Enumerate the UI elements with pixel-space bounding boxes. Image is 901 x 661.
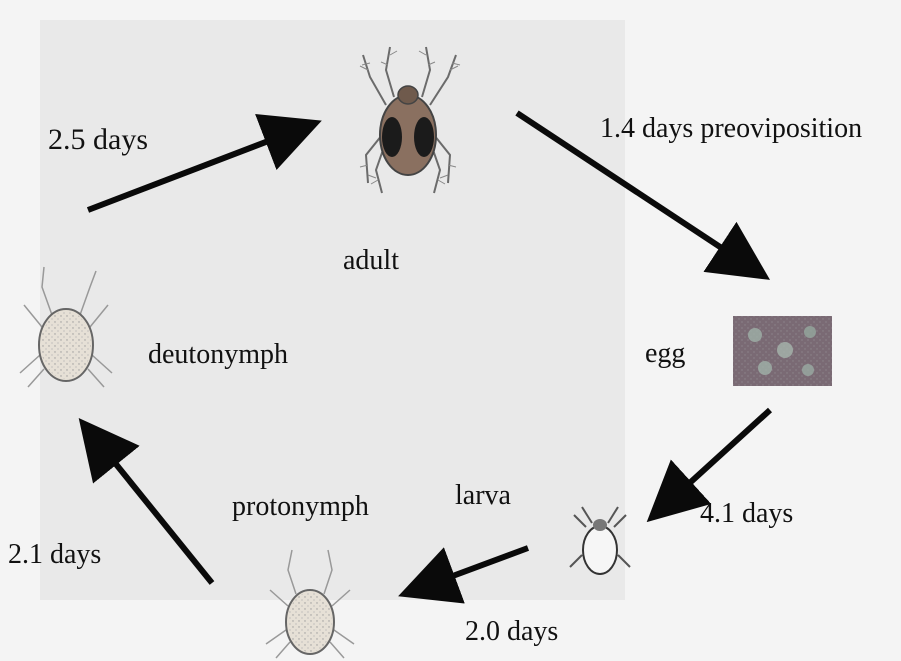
arrow-egg-to-larva bbox=[660, 410, 770, 510]
deutonymph-mite-icon bbox=[20, 267, 112, 387]
arrow-larva-to-protonymph bbox=[415, 548, 528, 590]
arrow-protonymph-to-deutonymph bbox=[90, 432, 212, 583]
duration-label-deutonymph-to-adult: 2.5 days bbox=[48, 125, 148, 155]
larva-mite-icon bbox=[570, 507, 630, 574]
duration-label-protonymph-to-deutonymph: 2.1 days bbox=[8, 541, 101, 569]
adult-mite-icon bbox=[360, 47, 460, 193]
protonymph-mite-icon bbox=[266, 550, 354, 658]
duration-label-adult-to-egg: 1.4 days preoviposition bbox=[600, 115, 862, 143]
duration-label-larva-to-protonymph: 2.0 days bbox=[465, 618, 558, 646]
stage-label-egg: egg bbox=[645, 340, 685, 368]
duration-label-egg-to-larva: 4.1 days bbox=[700, 500, 793, 528]
stage-label-larva: larva bbox=[455, 482, 511, 510]
stage-label-deutonymph: deutonymph bbox=[148, 341, 288, 369]
stage-label-protonymph: protonymph bbox=[232, 493, 369, 521]
egg-photo-icon bbox=[733, 316, 832, 386]
stage-label-adult: adult bbox=[343, 247, 399, 275]
